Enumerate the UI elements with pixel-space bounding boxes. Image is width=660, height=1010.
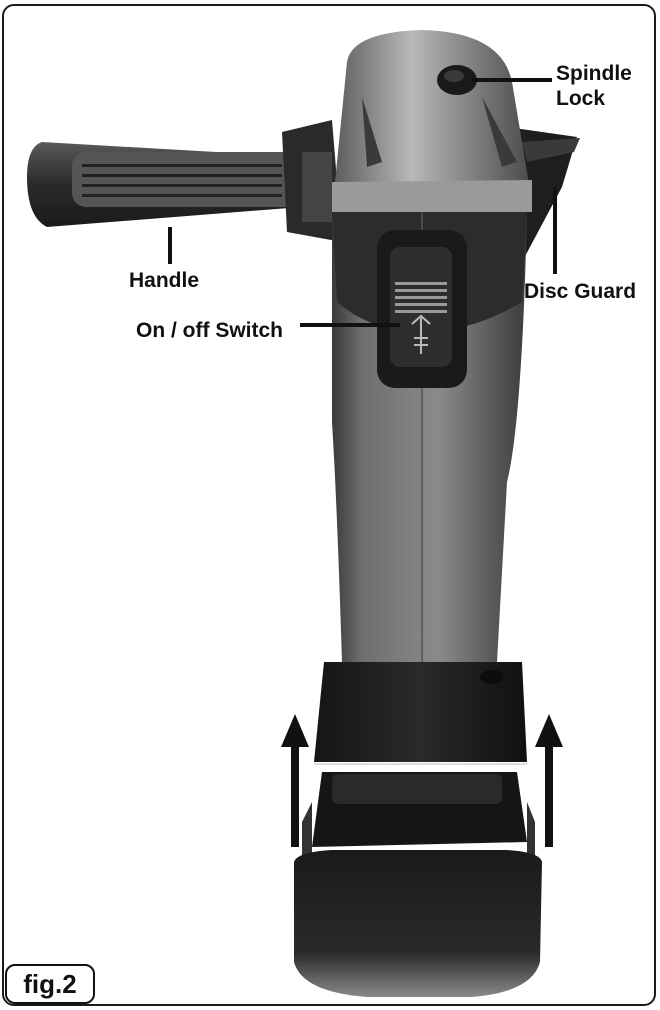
figure-label: fig.2 bbox=[5, 964, 95, 1004]
gear-head bbox=[332, 30, 532, 212]
battery-pack bbox=[294, 772, 542, 997]
side-handle bbox=[27, 120, 342, 242]
up-arrow-left bbox=[281, 714, 309, 847]
figure-frame: Spindle Lock Handle Disc Guard On / off … bbox=[2, 4, 656, 1006]
disc-guard-label: Disc Guard bbox=[524, 280, 637, 303]
spindle-lock-label-line2: Lock bbox=[556, 87, 606, 110]
unlock-arrow-icon bbox=[411, 314, 431, 354]
angle-grinder-illustration bbox=[27, 30, 580, 997]
spindle-lock-label: Spindle Lock bbox=[556, 61, 632, 111]
up-arrow-right bbox=[535, 714, 563, 847]
battery-collar bbox=[314, 662, 527, 762]
spindle-lock-label-line1: Spindle bbox=[556, 62, 632, 85]
handle-label: Handle bbox=[129, 269, 200, 292]
on-off-switch-label: On / off Switch bbox=[136, 319, 283, 342]
